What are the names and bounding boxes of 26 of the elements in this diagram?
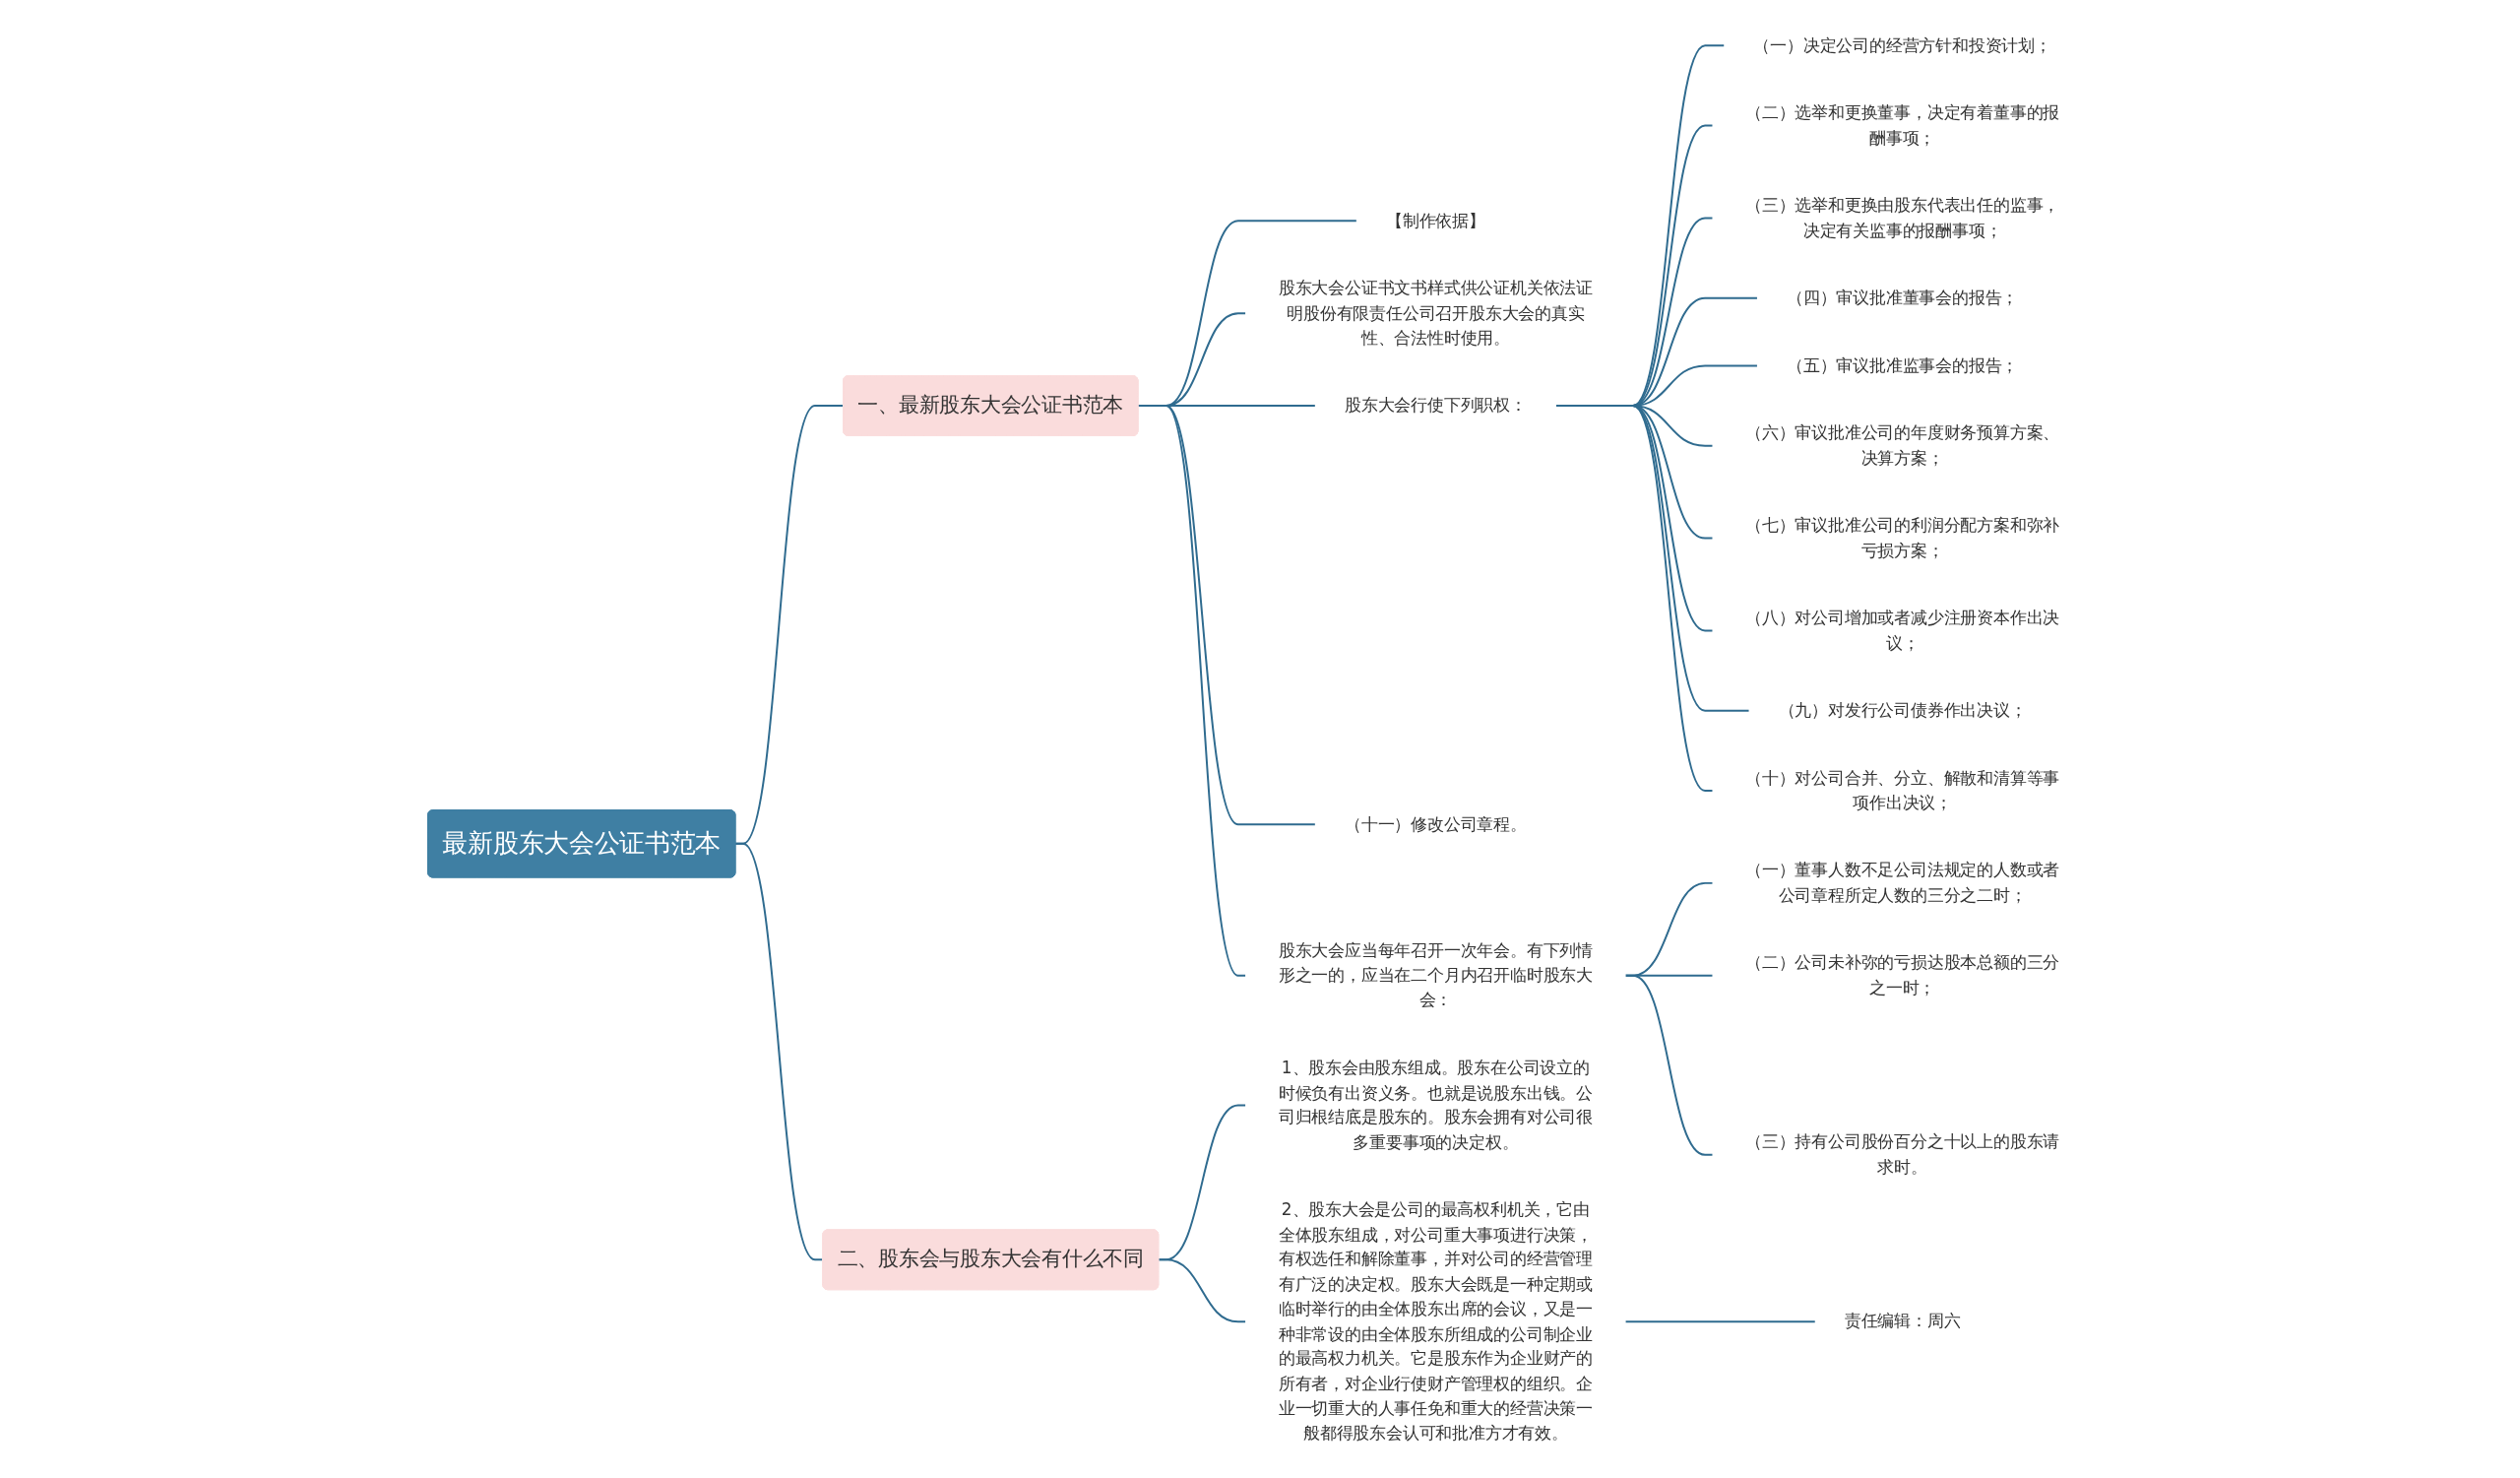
- node-text: （九）对发行公司债券作出决议；: [1778, 699, 2027, 720]
- node-text: （八）对公司增加或者减少注册资本作出决议；: [1745, 607, 2060, 652]
- connector: [1554, 404, 1714, 792]
- connector: [1157, 1257, 1247, 1322]
- node-text: （二）公司未补弥的亏损达股本总额的三分之一时；: [1745, 952, 2060, 996]
- node-text: （四）审议批准董事会的报告；: [1787, 287, 2019, 307]
- node-text: 责任编辑：周六: [1844, 1311, 1961, 1330]
- node-text: 股东大会应当每年召开一次年会。有下列情形之一的，应当在二个月内召开临时股东大会：: [1278, 939, 1593, 1009]
- node-text: 【制作依据】: [1385, 210, 1485, 229]
- connector: [733, 842, 824, 1260]
- node-text: 股东大会公证书文书样式供公证机关依法证明股份有限责任公司召开股东大会的真实性、合法性时使用。: [1278, 277, 1593, 348]
- node-text: 2、股东大会是公司的最高权利机关，它由全体股东组成，对公司重大事项进行决策，有权选任和解除董事，并对公司的经营管理有广泛的决定权。股东大会既是一种定期或临时举行的由全体股东出席的会议，又是一种非常设的由全体股东所组成的公司制企业的最高权力机关。它是股东作为企业财产的所有者，对企业行使财产管理权的组织。企业一切重大的人事任免和重大的经营决策一般都得股东会认可和批准方才有效。: [1278, 1198, 1593, 1443]
- node-text: （三）选举和更换由股东代表出任的监事，决定有关监事的报酬事项；: [1745, 194, 2060, 239]
- connector: [1624, 1319, 1817, 1322]
- node-text: （七）审议批准公司的利润分配方案和弥补亏损方案；: [1745, 514, 2060, 559]
- node-text: （三）持有公司股份百分之十以上的股东请求时。: [1745, 1131, 2060, 1177]
- connector: [1624, 974, 1714, 1156]
- node-text: （二）选举和更换董事，决定有着董事的报酬事项；: [1745, 101, 2060, 147]
- node-text: （五）审议批准监事会的报告；: [1787, 354, 2019, 375]
- node-text: 1、股东会由股东组成。股东在公司设立的时候负有出资义务。也就是说股东出钱。公司归根结底是股东的。股东会拥有对公司很多重要事项的决定权。: [1278, 1057, 1593, 1151]
- node-text: （十）对公司合并、分立、解散和清算等事项作出决议；: [1745, 767, 2060, 812]
- node-text: 股东大会行使下列职权：: [1344, 394, 1527, 415]
- node-text: （一）董事人数不足公司法规定的人数或者公司章程所定人数的三分之二时；: [1745, 860, 2060, 905]
- node-text: （一）决定公司的经营方针和投资计划；: [1753, 34, 2051, 54]
- node-text: （十一）修改公司章程。: [1344, 813, 1527, 833]
- node-text: （六）审议批准公司的年度财务预算方案、决算方案；: [1745, 421, 2060, 467]
